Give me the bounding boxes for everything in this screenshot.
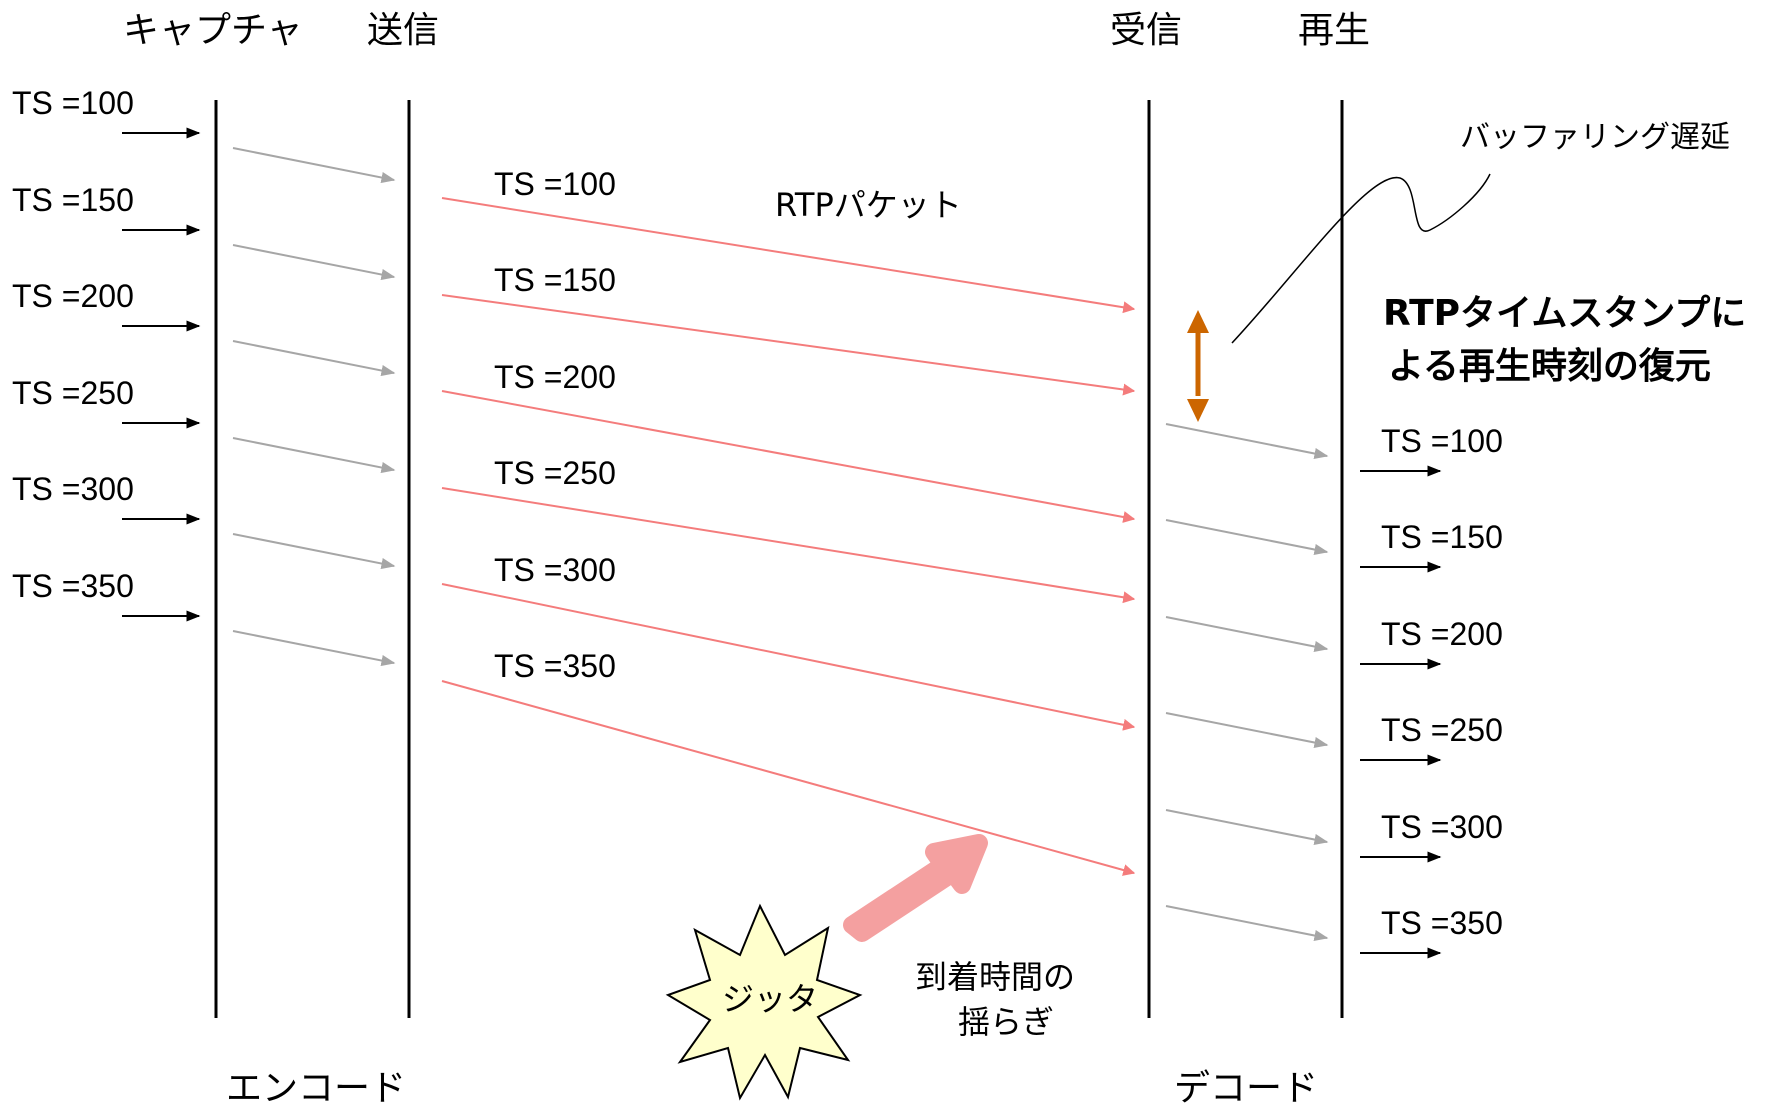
capture-ts-label: TS =100 bbox=[12, 85, 134, 121]
capture-ts-label: TS =300 bbox=[12, 471, 134, 507]
arrival-jitter-label-line1: 到着時間の bbox=[915, 958, 1075, 996]
send-header: 送信 bbox=[367, 10, 439, 51]
playback-ts-label: TS =150 bbox=[1381, 519, 1503, 555]
decode-arrow bbox=[1165, 616, 1329, 653]
decode-footer: デコード bbox=[1174, 1068, 1318, 1103]
playback-ts-label: TS =350 bbox=[1381, 905, 1503, 941]
encode-arrow bbox=[232, 340, 396, 377]
decode-arrows bbox=[1165, 423, 1329, 942]
decode-arrow bbox=[1165, 905, 1329, 942]
encode-arrow bbox=[232, 147, 396, 184]
encode-arrow bbox=[232, 533, 396, 570]
encode-arrow bbox=[232, 244, 396, 281]
playback-ts-label: TS =200 bbox=[1381, 616, 1503, 652]
restore-label-line2: よる再生時刻の復元 bbox=[1388, 346, 1711, 387]
encode-arrow bbox=[232, 630, 396, 667]
rtp-packet-arrows bbox=[441, 197, 1136, 876]
packet-ts-label: TS =200 bbox=[494, 359, 616, 395]
encode-arrows bbox=[232, 147, 396, 667]
buffering-delay-label: バッファリング遅延 bbox=[1460, 120, 1730, 155]
playback-ts-label: TS =300 bbox=[1381, 809, 1503, 845]
rtp-packet-arrow bbox=[441, 197, 1136, 314]
capture-ts-label: TS =350 bbox=[12, 568, 134, 604]
jitter-effect-arrow bbox=[843, 834, 988, 942]
rtp-packet-arrow bbox=[441, 583, 1136, 731]
decode-arrow bbox=[1165, 519, 1329, 556]
capture-timestamps: TS =100 TS =150 TS =200 TS =250 TS =300 … bbox=[12, 85, 134, 604]
rtp-packet-arrow bbox=[441, 487, 1136, 604]
packet-timestamps: TS =100 TS =150 TS =200 TS =250 TS =300 … bbox=[494, 166, 616, 684]
restore-label-line1: RTPタイムスタンプに bbox=[1383, 293, 1746, 334]
capture-ts-label: TS =250 bbox=[12, 375, 134, 411]
playback-ts-label: TS =100 bbox=[1381, 423, 1503, 459]
packet-ts-label: TS =350 bbox=[494, 648, 616, 684]
decode-arrow bbox=[1165, 712, 1329, 749]
packet-ts-label: TS =250 bbox=[494, 455, 616, 491]
playback-ts-label: TS =250 bbox=[1381, 712, 1503, 748]
encode-arrow bbox=[232, 437, 396, 474]
encode-footer: エンコード bbox=[226, 1068, 406, 1103]
playback-output-arrows bbox=[1360, 465, 1442, 959]
rtp-packet-label: RTPパケット bbox=[775, 186, 962, 224]
rtp-packet-arrow bbox=[441, 390, 1136, 523]
packet-ts-label: TS =100 bbox=[494, 166, 616, 202]
packet-ts-label: TS =300 bbox=[494, 552, 616, 588]
jitter-starburst bbox=[665, 903, 863, 1101]
packet-ts-label: TS =150 bbox=[494, 262, 616, 298]
playback-header: 再生 bbox=[1298, 10, 1370, 51]
receive-header: 受信 bbox=[1110, 10, 1182, 51]
buffering-callout-line bbox=[1231, 173, 1491, 344]
arrival-jitter-label-line2: 揺らぎ bbox=[958, 1003, 1054, 1041]
jitter-label: ジッタ bbox=[722, 980, 818, 1018]
rtp-packet-arrow bbox=[441, 680, 1136, 876]
capture-ts-label: TS =200 bbox=[12, 278, 134, 314]
decode-arrow bbox=[1165, 809, 1329, 846]
capture-input-arrows bbox=[122, 127, 201, 622]
buffering-delay-arrow bbox=[1187, 310, 1209, 422]
playback-timestamps: TS =100 TS =150 TS =200 TS =250 TS =300 … bbox=[1381, 423, 1503, 941]
decode-arrow bbox=[1165, 423, 1329, 460]
capture-ts-label: TS =150 bbox=[12, 182, 134, 218]
rtp-packet-arrow bbox=[441, 294, 1136, 396]
capture-header: キャプチャ bbox=[123, 10, 303, 51]
